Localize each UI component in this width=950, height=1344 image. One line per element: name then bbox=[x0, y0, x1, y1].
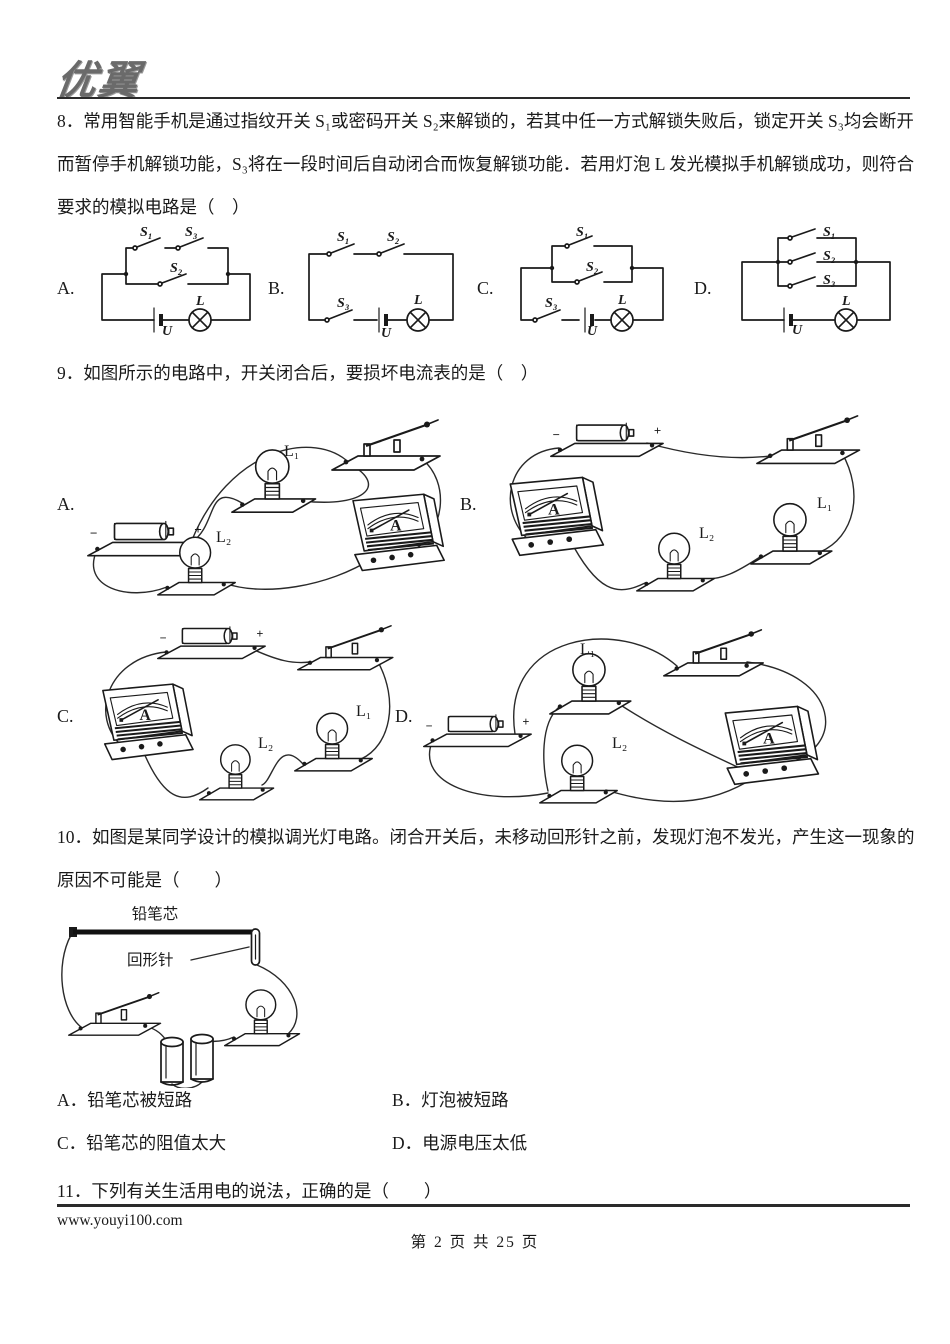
q8c-s1-label: S₁ bbox=[576, 225, 589, 240]
footer-page-number: 第 2 页 共 25 页 bbox=[410, 1234, 540, 1251]
q9-option-a-label: A. bbox=[57, 494, 75, 514]
q8b-s1-label: S₁ bbox=[337, 230, 350, 245]
q9a-l1-label: L₁ bbox=[284, 443, 299, 460]
q8b-lamp-label: L bbox=[413, 293, 423, 308]
q9-option-b-label: B. bbox=[460, 494, 477, 514]
q8a-source-label: U bbox=[162, 324, 173, 336]
q10-line-2: 原因不可能是（ ） bbox=[57, 870, 232, 890]
q9c-l2-label: L₂ bbox=[258, 735, 273, 752]
q8a-s1-label: S₁ bbox=[140, 225, 153, 240]
q8b-s2-label: S₂ bbox=[387, 230, 400, 245]
q10-dimmer-figure: 铅笔芯 回形针 bbox=[61, 905, 301, 1088]
q8a-s3-label: S₃ bbox=[185, 225, 198, 240]
q8a-s2-label: S₂ bbox=[170, 261, 183, 276]
q9b-l1-label: L₁ bbox=[817, 495, 832, 512]
q9d-l1-label: L₁ bbox=[580, 641, 595, 658]
q8-option-d-label: D. bbox=[694, 278, 712, 298]
q9d-l2-label: L₂ bbox=[612, 735, 627, 752]
q8a-lamp-label: L bbox=[195, 294, 205, 309]
q9-circuit-c-figure: L₁ L₂ bbox=[101, 624, 394, 801]
q10-option-a: A．铅笔芯被短路 bbox=[57, 1090, 193, 1110]
q8d-source-label: U bbox=[792, 323, 803, 336]
q9-option-d-label: D. bbox=[395, 706, 413, 726]
q8-circuit-a-figure: S₁ S₃ S₂ L U bbox=[101, 225, 251, 336]
q8c-lamp-label: L bbox=[617, 293, 627, 308]
q8-line-3: 要求的模拟电路是（ ） bbox=[57, 197, 250, 217]
q8-circuit-d-figure: S₁ S₂ S₃ L U bbox=[741, 225, 891, 336]
q10-text: 10．如图是某同学设计的模拟调光灯电路。闭合开关后，未移动回形针之前，发现灯泡不… bbox=[57, 816, 915, 902]
q9-text: 9．如图所示的电路中，开关闭合后，要损坏电流表的是（ ） bbox=[57, 363, 539, 383]
q9-circuit-a-figure: L₁ L₂ bbox=[87, 418, 446, 596]
q8-option-c-label: C. bbox=[477, 278, 494, 298]
q8d-lamp-label: L bbox=[841, 294, 851, 309]
q10-option-b: B．灯泡被短路 bbox=[392, 1090, 509, 1110]
q9-option-c-label: C. bbox=[57, 706, 74, 726]
q9b-l2-label: L₂ bbox=[699, 525, 714, 542]
pencil-lead-label: 铅笔芯 bbox=[132, 905, 179, 923]
q10-option-d: D．电源电压太低 bbox=[392, 1133, 528, 1153]
q8b-source-label: U bbox=[381, 326, 392, 338]
q9c-l1-label: L₁ bbox=[356, 703, 371, 720]
q8-circuit-b-figure: S₁ S₂ S₃ L U bbox=[308, 230, 454, 338]
q8d-s3-label: S₃ bbox=[823, 273, 836, 288]
q8-circuit-c-figure: S₁ S₂ S₃ L U bbox=[520, 225, 664, 336]
footer-website: www.youyi100.com bbox=[57, 1212, 183, 1229]
q9a-l2-label: L₂ bbox=[216, 529, 231, 546]
paperclip-label: 回形针 bbox=[127, 951, 174, 969]
header-rule bbox=[57, 97, 910, 99]
q8c-s2-label: S₂ bbox=[586, 260, 599, 275]
q8d-s1-label: S₁ bbox=[823, 225, 836, 240]
q8c-source-label: U bbox=[587, 324, 598, 336]
q9-circuit-b-figure: L₁ L₂ bbox=[509, 414, 861, 592]
battery-cells bbox=[160, 1033, 214, 1086]
footer-rule bbox=[57, 1204, 910, 1207]
q8d-s2-label: S₂ bbox=[823, 249, 836, 264]
q10-line-1: 10．如图是某同学设计的模拟调光灯电路。闭合开关后，未移动回形针之前，发现灯泡不… bbox=[57, 827, 915, 847]
q8-text: 8．常用智能手机是通过指纹开关 S₁或密码开关 S₂来解锁的，若其中任一方式解锁… bbox=[57, 100, 914, 229]
paperclip-pointer-line bbox=[190, 946, 250, 961]
q8-line-2: 而暂停手机解锁功能，S₃将在一段时间后自动闭合而恢复解锁功能．若用灯泡 L 发光… bbox=[57, 154, 915, 174]
q10-option-c: C．铅笔芯的阻值太大 bbox=[57, 1133, 227, 1153]
q8c-s3-label: S₃ bbox=[545, 296, 558, 311]
q8-option-b-label: B. bbox=[268, 278, 285, 298]
q11-text: 11．下列有关生活用电的说法，正确的是（ ） bbox=[57, 1181, 442, 1201]
q8b-s3-label: S₃ bbox=[337, 296, 350, 311]
q8-option-a-label: A. bbox=[57, 278, 75, 298]
q9-circuit-d-figure: L₁ L₂ bbox=[423, 628, 827, 804]
q8-line-1: 8．常用智能手机是通过指纹开关 S₁或密码开关 S₂来解锁的，若其中任一方式解锁… bbox=[57, 111, 914, 131]
